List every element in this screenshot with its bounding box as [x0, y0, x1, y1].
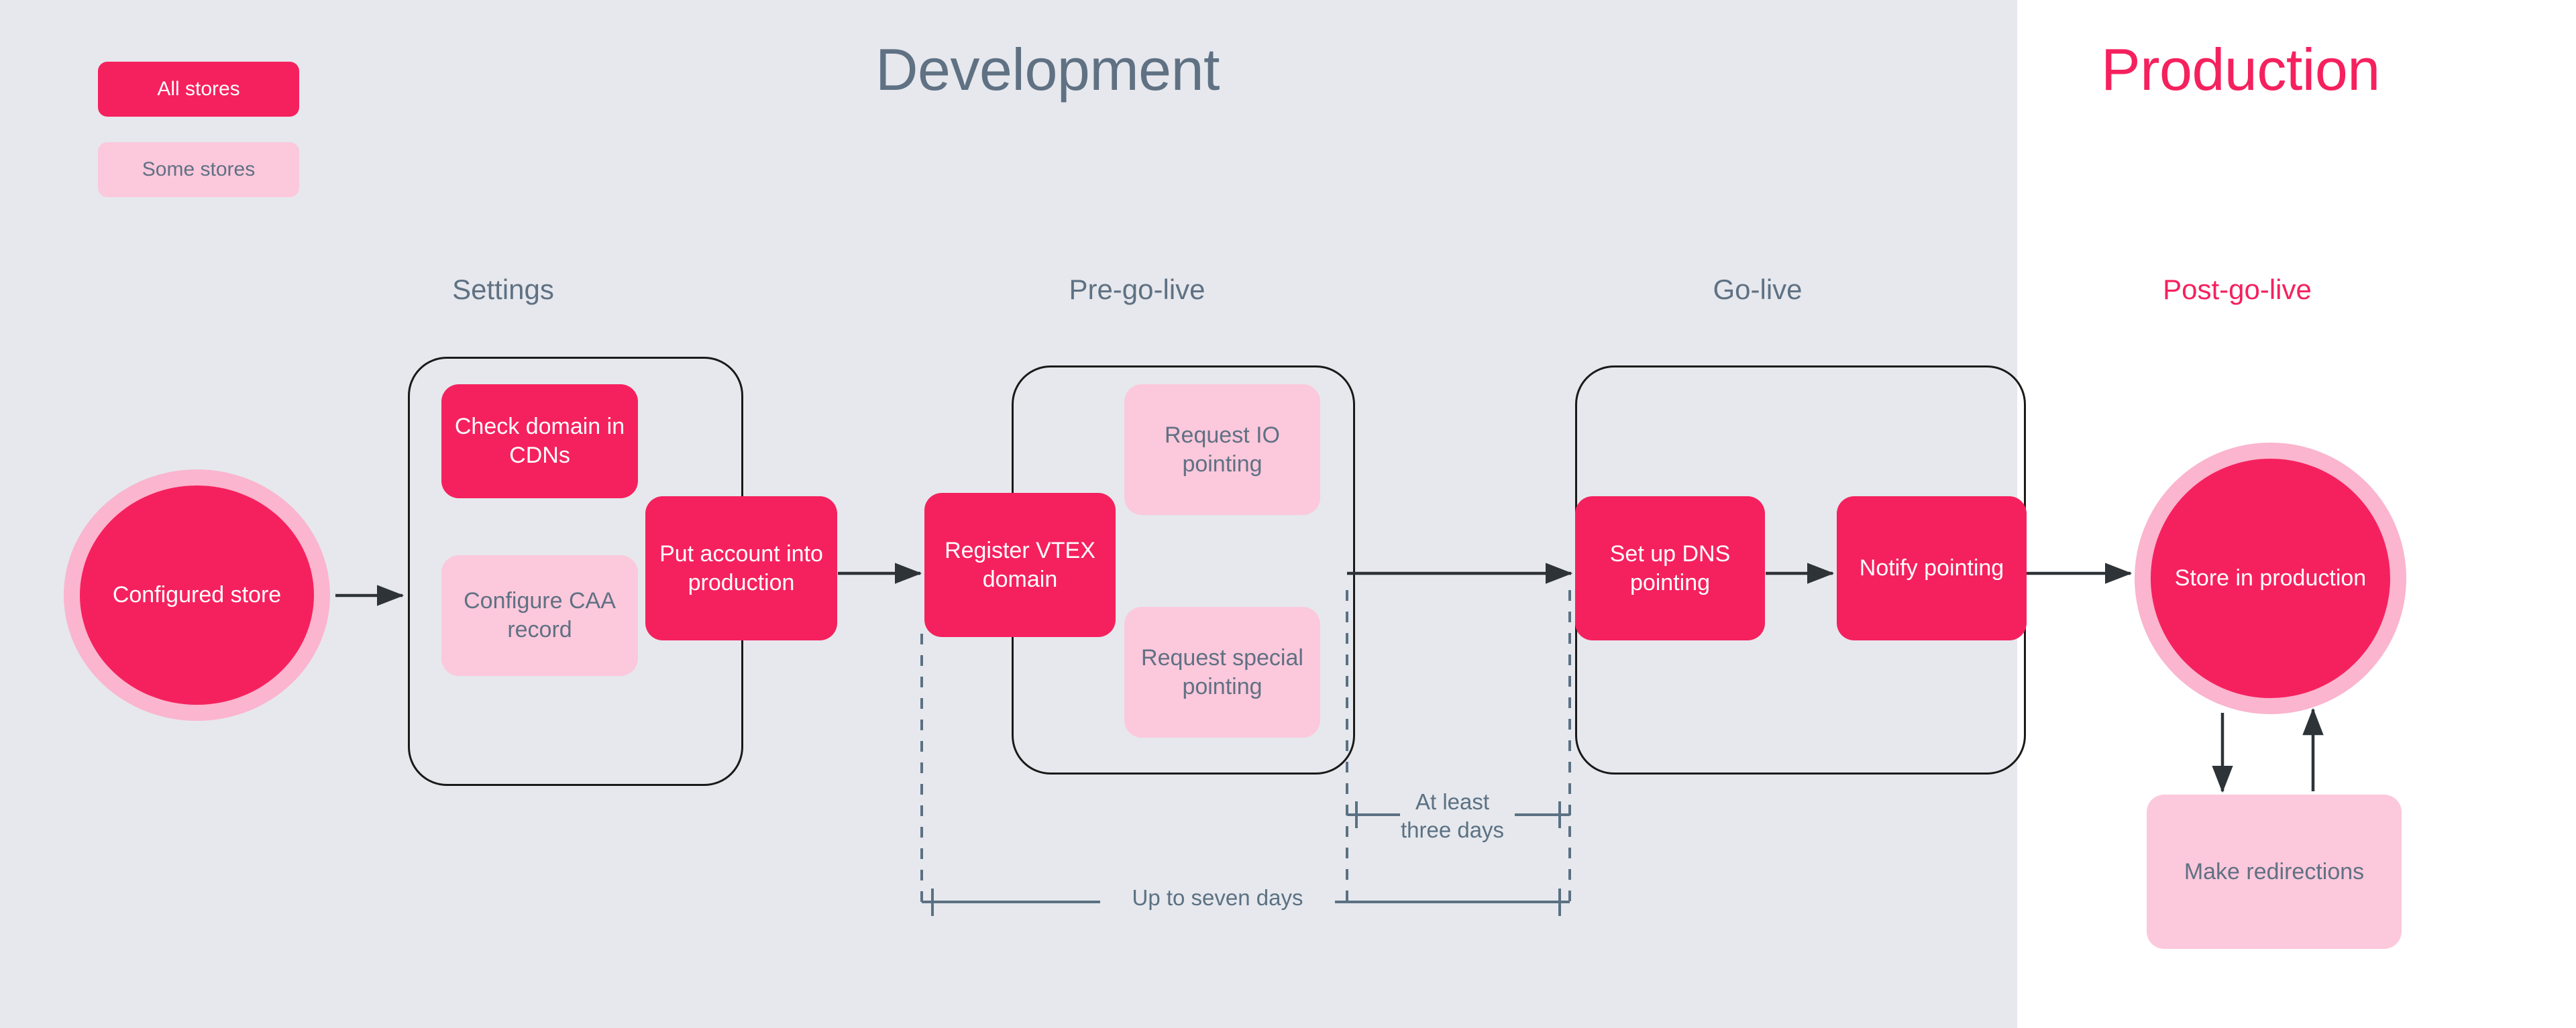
- node-register-vtex-domain[interactable]: Register VTEX domain: [924, 493, 1116, 637]
- environment-title-production: Production: [2101, 36, 2380, 103]
- legend-item-some-stores[interactable]: Some stores: [98, 142, 299, 197]
- node-configured-store[interactable]: Configured store: [64, 469, 330, 721]
- node-request-io-pointing[interactable]: Request IO pointing: [1124, 384, 1320, 515]
- node-configure-caa-record[interactable]: Configure CAA record: [441, 555, 638, 676]
- node-store-in-production[interactable]: Store in production: [2135, 443, 2406, 714]
- node-notify-pointing[interactable]: Notify pointing: [1837, 496, 2027, 640]
- node-request-special-pointing[interactable]: Request special pointing: [1124, 607, 1320, 738]
- node-set-up-dns-pointing[interactable]: Set up DNS pointing: [1575, 496, 1765, 640]
- stage-label-settings: Settings: [452, 274, 554, 305]
- stage-label-pre-go-live: Pre-go-live: [1069, 274, 1205, 305]
- environment-title-development: Development: [875, 36, 1220, 103]
- annotation-line-2: three days: [1400, 817, 1505, 843]
- node-put-account-into-production[interactable]: Put account into production: [645, 496, 837, 640]
- legend-item-all-stores[interactable]: All stores: [98, 62, 299, 117]
- stage-label-post-go-live: Post-go-live: [2163, 274, 2312, 305]
- annotation-at-least-three-days: At least three days: [1368, 788, 1536, 844]
- stage-label-go-live: Go-live: [1713, 274, 1803, 305]
- node-make-redirections[interactable]: Make redirections: [2147, 795, 2402, 949]
- annotation-line-1: At least: [1415, 789, 1490, 814]
- node-check-domain-in-cdns[interactable]: Check domain in CDNs: [441, 384, 638, 498]
- annotation-up-to-seven-days: Up to seven days: [1100, 884, 1335, 913]
